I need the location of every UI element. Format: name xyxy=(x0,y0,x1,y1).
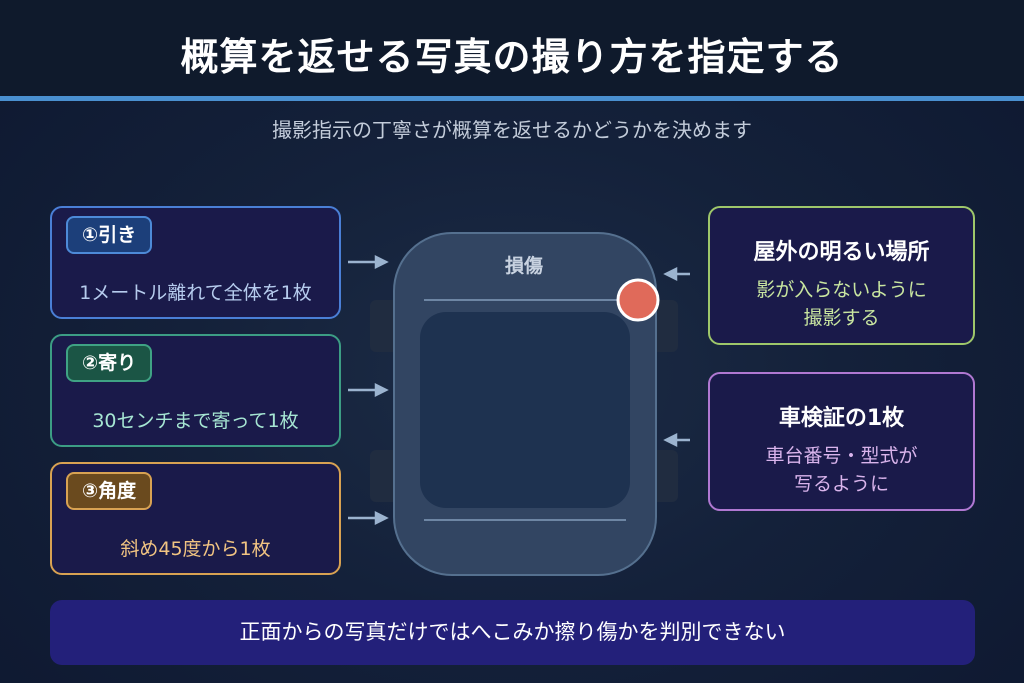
accent-divider xyxy=(0,96,1024,101)
arrow-left-2 xyxy=(663,432,690,448)
header-bar: 概算を返せる写真の撮り方を指定する xyxy=(0,0,1024,96)
subtitle: 撮影指示の丁寧さが概算を返せるかどうかを決めます xyxy=(272,118,752,142)
arrow-right-1 xyxy=(348,254,389,270)
condition-line: 影が入らないように xyxy=(756,279,927,301)
arrow-right-2 xyxy=(348,382,389,398)
condition-line: 車台番号・型式が xyxy=(765,445,918,467)
condition-title-registration: 車検証の1枚 xyxy=(778,406,905,431)
step-tag-close: ②寄り xyxy=(66,344,153,382)
wheel-rear-left xyxy=(370,450,400,502)
step-card-close: ②寄り 30センチまで寄って1枚 xyxy=(50,334,341,447)
damage-marker xyxy=(616,278,660,322)
step-text-angle: 斜め45度から1枚 xyxy=(120,538,271,560)
arrow-left-1 xyxy=(663,266,690,282)
damage-label: 損傷 xyxy=(505,254,543,277)
step-tag-wide: ①引き xyxy=(66,216,153,254)
condition-card-lighting: 屋外の明るい場所 影が入らないように 撮影する xyxy=(708,206,975,345)
step-text-wide: 1メートル離れて全体を1枚 xyxy=(79,282,312,304)
car-cabin xyxy=(420,312,630,508)
step-card-wide: ①引き 1メートル離れて全体を1枚 xyxy=(50,206,341,319)
step-tag-angle: ③角度 xyxy=(66,472,153,510)
arrows xyxy=(348,254,690,526)
car-diagram: 損傷 xyxy=(348,232,690,576)
condition-title-lighting: 屋外の明るい場所 xyxy=(753,240,930,265)
wheel-front-left xyxy=(370,300,400,352)
step-card-angle: ③角度 斜め45度から1枚 xyxy=(50,462,341,575)
footer-banner: 正面からの写真だけではへこみか擦り傷かを判別できない xyxy=(50,600,975,665)
condition-desc-registration: 車台番号・型式が 写るように xyxy=(710,442,973,498)
condition-line: 写るように xyxy=(793,473,889,495)
condition-line: 撮影する xyxy=(803,307,880,329)
condition-card-registration: 車検証の1枚 車台番号・型式が 写るように xyxy=(708,372,975,511)
arrow-right-3 xyxy=(348,510,389,526)
step-text-close: 30センチまで寄って1枚 xyxy=(92,410,299,432)
condition-desc-lighting: 影が入らないように 撮影する xyxy=(710,276,973,332)
page-title: 概算を返せる写真の撮り方を指定する xyxy=(180,35,844,79)
